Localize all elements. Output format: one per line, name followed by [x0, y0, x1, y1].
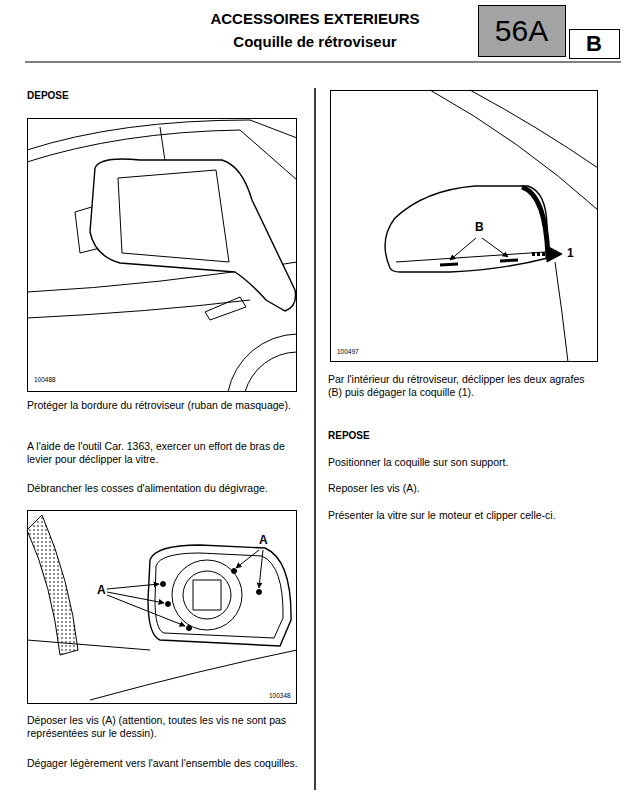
leader-line [482, 238, 508, 257]
chapter-number: 56A [494, 14, 549, 47]
instruction-text: A l'aide de l'outil Car. 1363, exercer u… [27, 440, 299, 466]
instruction-text: Reposer les vis (A). [328, 482, 600, 495]
door-line [27, 640, 150, 650]
window-line [470, 90, 598, 168]
mirror-housing [90, 159, 296, 311]
shell-rim [522, 187, 548, 258]
callout-letter: A [96, 584, 107, 597]
callout-number: 1 [566, 247, 575, 260]
chapter-box: 56A [478, 5, 566, 57]
screw [166, 602, 171, 607]
leader-line [107, 584, 159, 589]
header-rule [25, 62, 621, 63]
motor-body [193, 580, 221, 610]
leader-line [236, 550, 259, 568]
leader-line [450, 238, 476, 260]
instruction-text: Dégager légèrement vers l'avant l'ensemb… [27, 757, 299, 770]
clip [500, 260, 518, 261]
screw [257, 590, 262, 595]
leader-line [107, 595, 185, 626]
column-divider [314, 88, 316, 790]
instruction-text: Protéger la bordure du rétroviseur (ruba… [27, 399, 299, 412]
instruction-text: Déposer les vis (A) (attention, toutes l… [27, 714, 299, 740]
screw [161, 582, 166, 587]
windscreen-pillar [27, 515, 78, 655]
removal-arrow [532, 252, 546, 256]
door-line [90, 650, 297, 700]
section-subtitle: Coquille de rétroviseur [150, 33, 480, 50]
wheel [245, 352, 297, 392]
mirror-housing [148, 545, 291, 646]
leader-line [259, 550, 263, 588]
callout-letter: A [258, 534, 269, 547]
figure-frame: B 1 100497 [330, 90, 598, 362]
figure-number: 100348 [268, 692, 292, 699]
door-line [555, 262, 568, 362]
instruction-text: Positionner la coquille sur son support. [328, 456, 600, 469]
section-heading: DEPOSE [27, 89, 147, 102]
clip [440, 264, 458, 265]
motor-center [183, 571, 231, 619]
section-heading: REPOSE [328, 429, 448, 442]
callout-letter: B [474, 221, 485, 234]
section-title: ACCESSOIRES EXTERIEURS [150, 10, 480, 27]
housing-inner [155, 553, 283, 638]
shell-edge [396, 252, 545, 262]
figure-frame: 100488 [27, 118, 297, 392]
screw [232, 569, 237, 574]
screw [187, 626, 192, 631]
figure-number: 100488 [33, 376, 57, 383]
version-box: B [569, 29, 620, 59]
removal-arrowhead [547, 246, 562, 262]
leader-line [107, 592, 164, 603]
instruction-text: Par l'intérieur du rétroviseur, déclippe… [328, 373, 600, 399]
door-line [27, 300, 250, 318]
figure-number: 100497 [336, 348, 360, 355]
wheel-arch [228, 334, 297, 392]
mirror-glass [118, 170, 229, 262]
instruction-text: Débrancher les cosses d'alimentation du … [27, 482, 299, 495]
motor [172, 560, 242, 630]
version-letter: B [585, 32, 603, 56]
side-marker [205, 297, 246, 320]
mirror-shell [385, 186, 548, 272]
instruction-text: Présenter la vitre sur le moteur et clip… [328, 509, 600, 522]
figure-frame: A A 100348 [27, 510, 297, 704]
